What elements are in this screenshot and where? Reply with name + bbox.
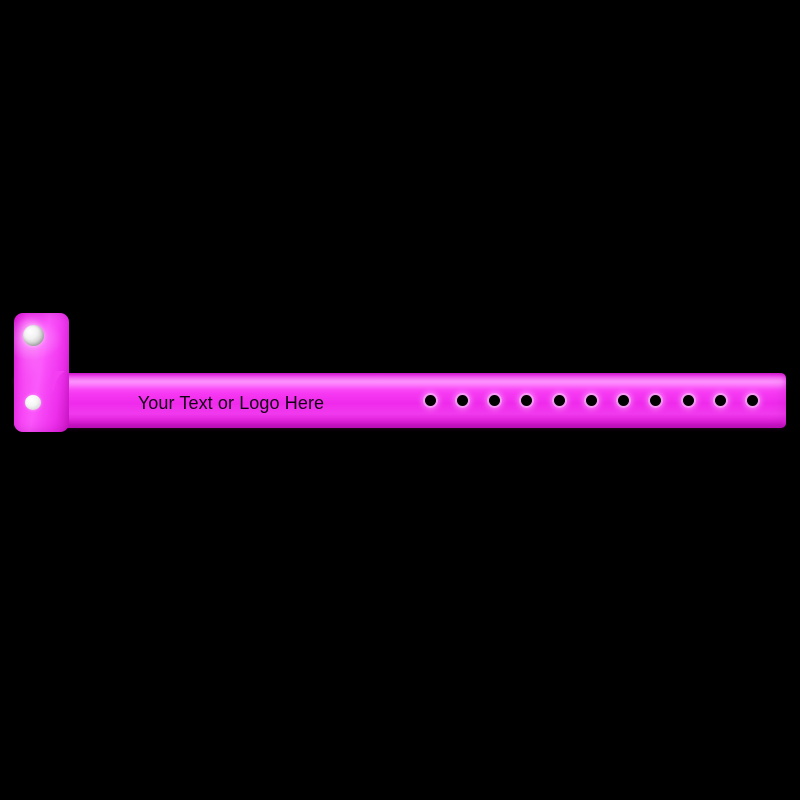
- strap-gloss-highlight: [16, 378, 784, 390]
- adjustment-hole: [456, 394, 468, 406]
- tab-strap-fillet: [52, 371, 78, 391]
- imprint-text: Your Text or Logo Here: [137, 393, 325, 413]
- adjustment-hole: [649, 394, 661, 406]
- adjustment-hole: [520, 394, 532, 406]
- adjustment-hole: [617, 394, 629, 406]
- adjustment-hole: [714, 394, 726, 406]
- adjustment-hole: [424, 394, 436, 406]
- snap-top: [23, 325, 44, 346]
- strap-bottom-shadow: [16, 418, 784, 428]
- adjustment-hole: [488, 394, 500, 406]
- adjustment-hole: [746, 394, 758, 406]
- snap-bottom: [25, 395, 41, 410]
- adjustment-hole: [585, 394, 597, 406]
- adjustment-hole: [553, 394, 565, 406]
- adjustment-hole: [682, 394, 694, 406]
